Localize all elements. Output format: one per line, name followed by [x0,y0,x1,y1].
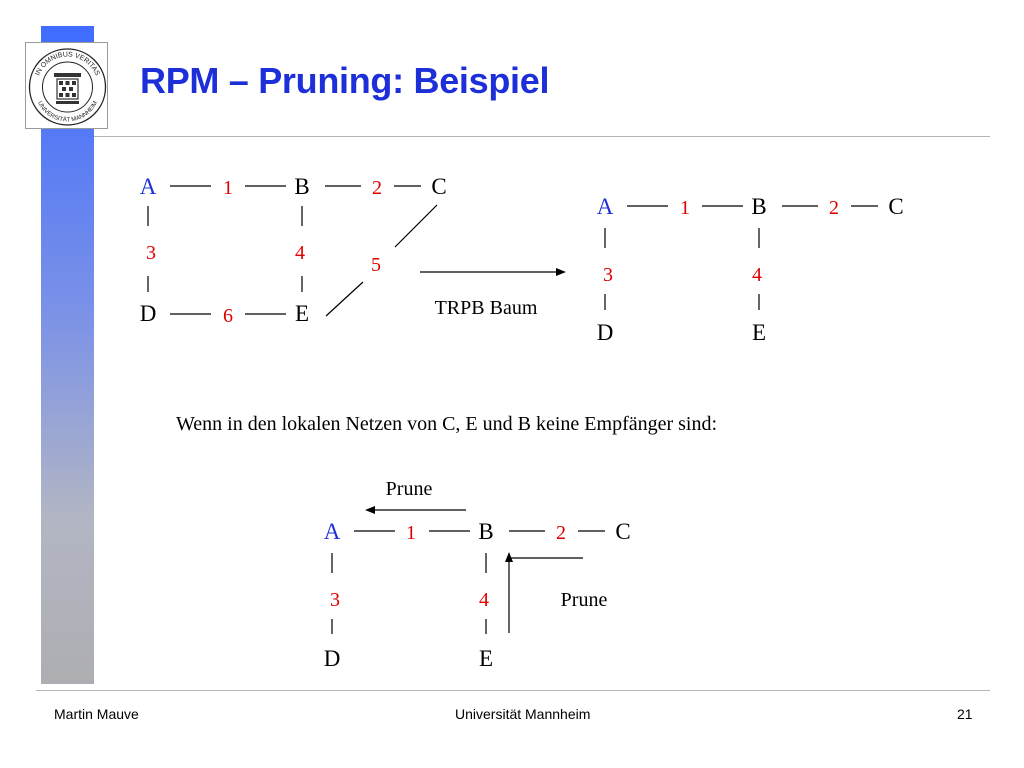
sidebar-gradient-bar [41,26,94,684]
edge-label-ab: 1 [680,197,690,219]
footer-divider [36,690,990,691]
node-e: E [479,646,493,671]
edge-label-be: 4 [752,264,762,286]
node-a: A [140,174,157,199]
edge-label-ad: 3 [146,242,156,264]
footer-institution: Universität Mannheim [455,706,591,722]
edge-label-be: 4 [479,589,489,611]
node-e: E [752,320,766,345]
edge-label-ad: 3 [603,264,613,286]
footer-author: Martin Mauve [54,706,139,722]
edge-label-ce: 5 [371,254,381,276]
title-divider [94,136,990,137]
node-b: B [478,519,493,544]
transform-arrow: TRPB Baum [420,268,566,319]
footer-page-number: 21 [957,706,973,722]
edge-label-be: 4 [295,242,305,264]
diagram-trpb-tree: A B C D E 1 2 3 4 [597,194,904,345]
node-d: D [140,301,157,326]
node-c: C [615,519,630,544]
diagram-pruned-tree: Prune A B C D E 1 2 3 4 Prune [324,478,631,671]
university-seal-icon: IN OMNIBUS VERITAS UNIVERSITÄT MANNHEIM [28,48,107,126]
university-logo: IN OMNIBUS VERITAS UNIVERSITÄT MANNHEIM [25,42,108,129]
node-d: D [597,320,614,345]
node-a: A [597,194,614,219]
node-e: E [295,301,309,326]
slide-title: RPM – Pruning: Beispiel [140,60,550,101]
edge-label-ab: 1 [406,522,416,544]
edge-label-ab: 1 [223,177,233,199]
node-b: B [751,194,766,219]
edge-label-bc: 2 [372,177,382,199]
node-c: C [431,174,446,199]
diagram-full-network: A B C D E 1 2 3 4 5 6 [140,174,447,327]
node-b: B [294,174,309,199]
arrow-label: TRPB Baum [435,297,538,319]
prune-label-right: Prune [561,589,608,611]
edge-label-ad: 3 [330,589,340,611]
node-a: A [324,519,341,544]
edge-label-bc: 2 [556,522,566,544]
condition-text: Wenn in den lokalen Netzen von C, E und … [176,413,717,435]
node-c: C [888,194,903,219]
edge-label-de: 6 [223,305,233,327]
node-d: D [324,646,341,671]
prune-label-top: Prune [386,478,433,500]
edge-label-bc: 2 [829,197,839,219]
